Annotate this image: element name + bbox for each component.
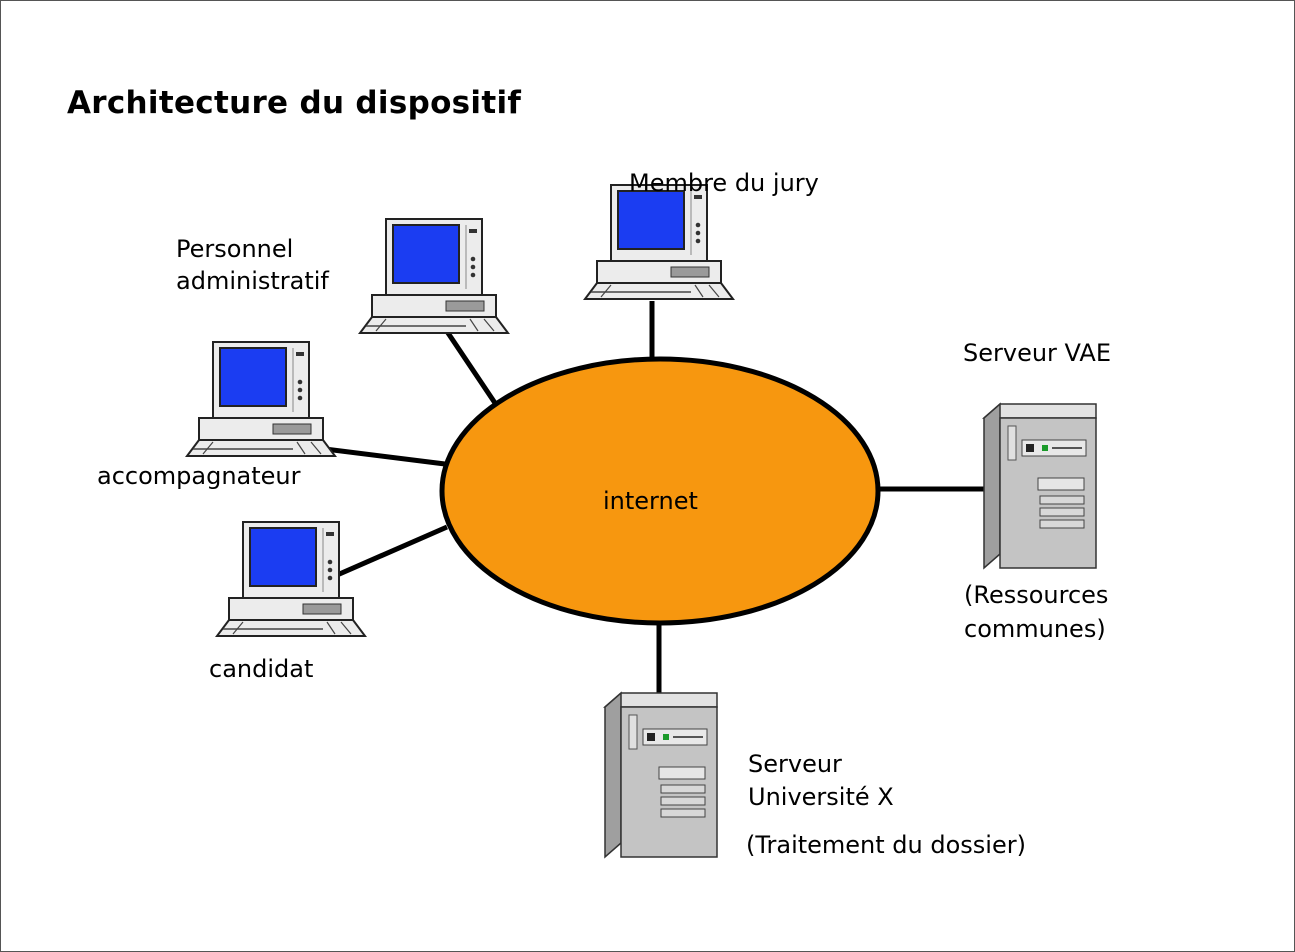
desktop-computer-icon bbox=[359, 218, 509, 334]
label-jury: Membre du jury bbox=[629, 169, 819, 197]
link-admin bbox=[441, 325, 500, 408]
internet-label: internet bbox=[603, 487, 698, 515]
desktop-computer-icon bbox=[584, 184, 734, 300]
label-univ-line1: Serveur bbox=[748, 750, 842, 778]
label-admin-line1: Personnel bbox=[176, 235, 294, 263]
internet-cloud bbox=[439, 356, 881, 626]
label-vae-sub1: (Ressources bbox=[964, 581, 1109, 609]
link-candidat bbox=[326, 524, 449, 582]
label-candidat: candidat bbox=[209, 655, 314, 683]
label-univ-sub: (Traitement du dossier) bbox=[746, 831, 1026, 859]
tower-server-icon bbox=[604, 692, 718, 858]
tower-server-icon bbox=[983, 403, 1097, 569]
label-admin-line2: administratif bbox=[176, 267, 329, 295]
page-title: Architecture du dispositif bbox=[67, 85, 522, 121]
desktop-computer-icon bbox=[186, 341, 336, 457]
label-serveur-vae: Serveur VAE bbox=[963, 339, 1112, 367]
label-vae-sub2: communes) bbox=[964, 615, 1106, 643]
desktop-computer-icon bbox=[216, 521, 366, 637]
label-accompagnateur: accompagnateur bbox=[97, 462, 301, 490]
label-univ-line2: Université X bbox=[748, 783, 894, 811]
